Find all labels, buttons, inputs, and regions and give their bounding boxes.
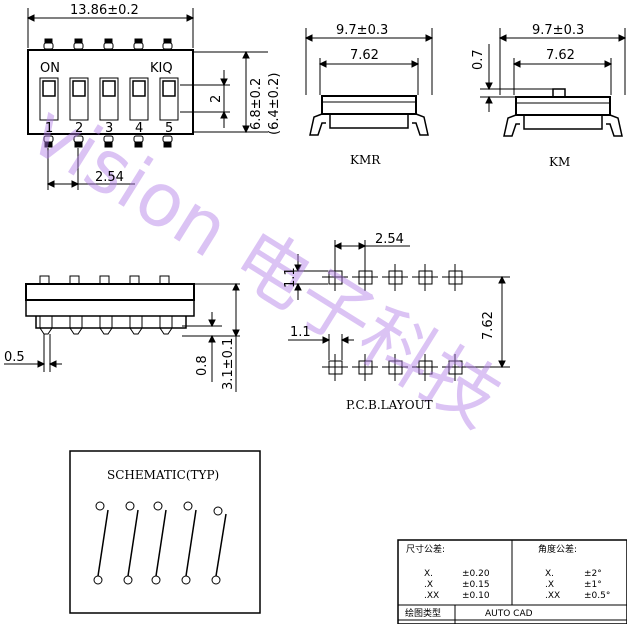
pcb-pad-dim-top: 1.1 — [283, 267, 298, 288]
dim-tol-val-3: ±0.10 — [462, 591, 490, 601]
switch-number-2: 2 — [75, 121, 83, 136]
angle-tol-val-3: ±0.5° — [584, 591, 610, 601]
kmr-inner-dim: 7.62 — [350, 48, 379, 63]
km-outer-dim: 9.7±0.3 — [532, 23, 584, 38]
km-label: KM — [549, 155, 570, 169]
angle-tol-key-2: .X — [545, 580, 554, 590]
drawing-type-label: 绘图类型 — [405, 607, 441, 619]
pcb-pad-dim-left: 1.1 — [290, 325, 311, 340]
switch-body — [27, 49, 194, 135]
angle-tol-key-1: X. — [545, 569, 554, 579]
switch-number-4: 4 — [135, 121, 143, 136]
on-label: ON — [40, 61, 60, 76]
standoff-dim: 0.8 — [195, 355, 210, 376]
pcb-layout — [288, 240, 510, 381]
actuator-slots — [39, 77, 179, 121]
switch-number-5: 5 — [165, 121, 173, 136]
kmr-view — [304, 28, 434, 136]
schematic-frame — [69, 450, 261, 614]
pcb-pitch-dim: 2.54 — [375, 232, 404, 247]
dim-tol-val-1: ±0.20 — [462, 569, 490, 579]
dim-tol-header: 尺寸公差: — [406, 543, 445, 555]
height-dim: 6.8±0.2 — [249, 78, 264, 130]
pcb-layout-title: P.C.B.LAYOUT — [346, 398, 433, 412]
side-height-dim: 3.1±0.1 — [221, 338, 236, 390]
angle-tol-header: 角度公差: — [538, 543, 577, 555]
top-view — [26, 8, 268, 190]
height-alt-dim: (6.4±0.2) — [267, 73, 282, 135]
switch-number-1: 1 — [45, 121, 53, 136]
pitch-dim: 2.54 — [95, 170, 124, 185]
pcb-row-spacing-dim: 7.62 — [481, 311, 496, 340]
km-offset-dim: 0.7 — [471, 49, 486, 70]
dim-tol-key-1: X. — [424, 569, 433, 579]
kmr-label: KMR — [350, 153, 381, 167]
watermark: vision 电子科技 — [15, 87, 514, 444]
angle-tol-val-1: ±2° — [584, 569, 602, 579]
km-inner-dim: 7.62 — [546, 48, 575, 63]
dim-tol-key-2: .X — [424, 580, 433, 590]
slot-dim: 2 — [209, 95, 224, 103]
angle-tol-key-3: .XX — [545, 591, 560, 601]
switch-number-3: 3 — [105, 121, 113, 136]
pin-width-dim: 0.5 — [4, 350, 25, 365]
bottom-pins — [43, 135, 173, 148]
angle-tol-val-2: ±1° — [584, 580, 602, 590]
drawing-type-value: AUTO CAD — [485, 609, 533, 619]
schematic-title: SCHEMATIC(TYP) — [107, 468, 219, 482]
dim-tol-val-2: ±0.15 — [462, 580, 490, 590]
tolerance-table — [397, 539, 627, 624]
top-width-dim: 13.86±0.2 — [70, 3, 139, 18]
top-pins — [43, 38, 173, 50]
dim-tol-key-3: .XX — [424, 591, 439, 601]
brand-label: KIQ — [150, 61, 173, 76]
km-view — [480, 28, 627, 137]
kmr-outer-dim: 9.7±0.3 — [336, 23, 388, 38]
side-view — [4, 275, 240, 392]
schematic — [69, 450, 261, 614]
